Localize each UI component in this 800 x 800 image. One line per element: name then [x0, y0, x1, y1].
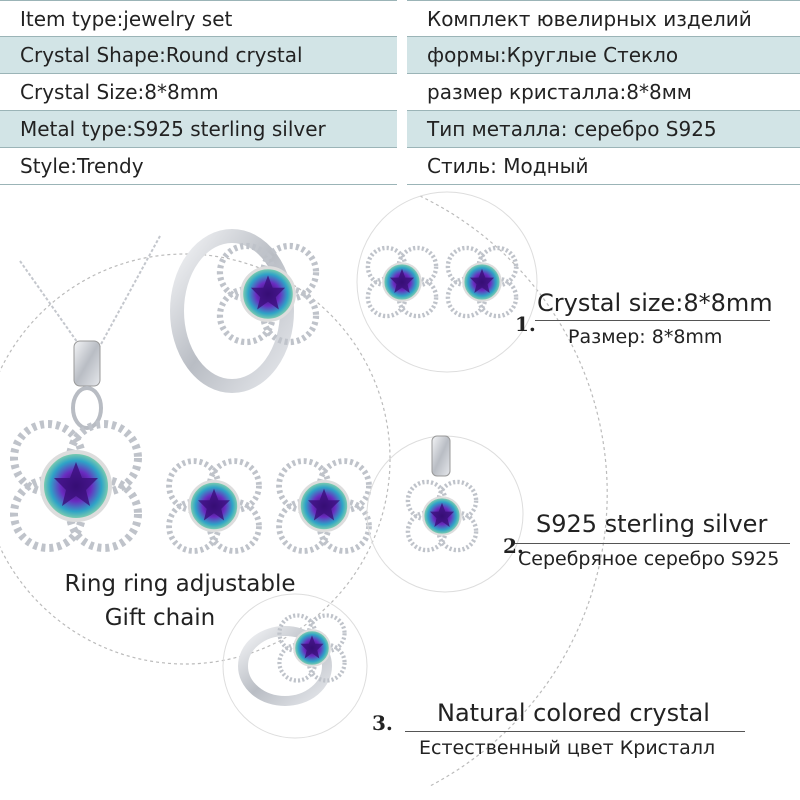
spec-row: Crystal Size:8*8mm размер кристалла:8*8м…	[0, 74, 800, 111]
feature-subtitle: Размер: 8*8mm	[568, 326, 723, 348]
product-scene	[0, 186, 800, 800]
feature-subtitle: Естественный цвет Кристалл	[419, 737, 716, 759]
spec-en: Crystal Shape:Round crystal	[0, 37, 397, 74]
spec-ru: формы:Круглые Стекло	[407, 37, 800, 74]
pendant-small	[408, 482, 476, 550]
spec-row: Crystal Shape:Round crystal формы:Круглы…	[0, 37, 800, 74]
feature-title: S925 sterling silver	[536, 510, 768, 538]
feature-divider	[515, 543, 790, 544]
ring-bottom	[238, 626, 332, 706]
feature-title: Natural colored crystal	[437, 699, 710, 727]
spec-table: Item type:jewelry set Комплект ювелирных…	[0, 0, 800, 186]
feature-number: 2.	[503, 534, 524, 558]
feature-subtitle: Серебряное серебро S925	[518, 548, 780, 570]
spec-ru: Тип металла: серебро S925	[407, 111, 800, 148]
spec-row: Item type:jewelry set Комплект ювелирных…	[0, 0, 800, 37]
set-label-ring: Ring ring adjustable	[64, 571, 296, 597]
spec-row: Style:Trendy Стиль: Модный	[0, 148, 800, 185]
spec-en: Metal type:S925 sterling silver	[0, 111, 397, 148]
earring-left	[169, 461, 259, 551]
spec-row: Metal type:S925 sterling silver Тип мета…	[0, 111, 800, 148]
decor-arc	[419, 195, 608, 787]
feature-number: 1.	[515, 312, 536, 336]
spec-en: Style:Trendy	[0, 148, 397, 185]
set-label-chain: Gift chain	[104, 605, 216, 631]
jewelry-illustration	[0, 191, 608, 787]
earring-right	[279, 461, 369, 551]
spec-ru: размер кристалла:8*8мм	[407, 74, 800, 111]
feature-title: Crystal size:8*8mm	[537, 289, 773, 317]
feature-divider	[535, 320, 770, 321]
spec-en: Item type:jewelry set	[0, 0, 397, 37]
feature-number: 3.	[372, 711, 393, 735]
spec-ru: Комплект ювелирных изделий	[407, 0, 800, 37]
earring-small-right	[448, 248, 516, 316]
earring-small-left	[368, 248, 436, 316]
pendant-large	[14, 424, 138, 548]
spec-en: Crystal Size:8*8mm	[0, 74, 397, 111]
feature-divider	[405, 731, 745, 732]
spec-ru: Стиль: Модный	[407, 148, 800, 185]
chain	[19, 235, 161, 347]
